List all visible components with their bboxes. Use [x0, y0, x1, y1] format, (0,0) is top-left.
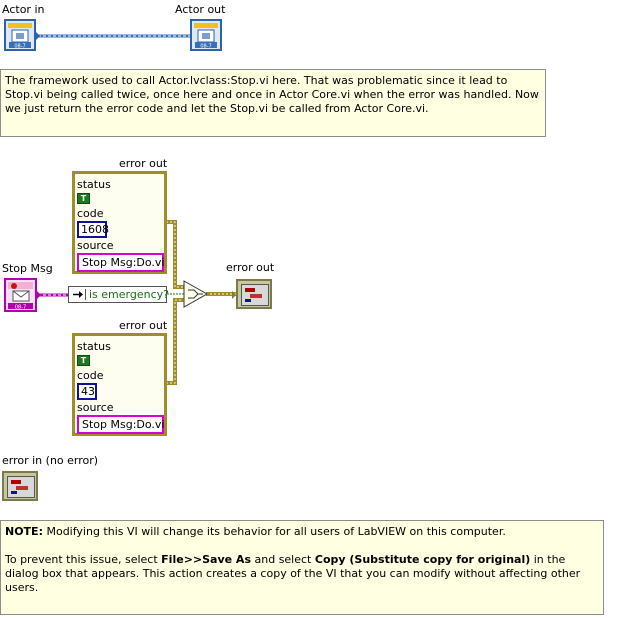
code-numeric[interactable]: 43 [77, 383, 97, 400]
error-out-label-2: error out [119, 319, 168, 332]
is-emergency-text: is emergency? [89, 288, 169, 301]
source-string[interactable]: Stop Msg:Do.vi [77, 415, 164, 434]
code-numeric[interactable]: 1608 [77, 221, 109, 238]
code-label: code [77, 207, 104, 220]
status-boolean[interactable]: T [77, 355, 90, 366]
svg-text:08-7: 08-7 [14, 44, 25, 50]
error-out-terminal-label: error out [226, 261, 275, 274]
error-in-terminal[interactable] [2, 471, 38, 501]
svg-text:08-7: 08-7 [200, 44, 211, 50]
source-label: source [77, 239, 114, 252]
error-cluster-constant-1[interactable]: status T code 1608 source Stop Msg:Do.vi [72, 171, 167, 274]
stop-msg-arrow [37, 291, 41, 299]
error-cluster-constant-2[interactable]: status T code 43 source Stop Msg:Do.vi [72, 333, 167, 436]
actor-out-label: Actor out [175, 3, 226, 16]
note-line-1: NOTE: Modifying this VI will change its … [5, 525, 506, 538]
comment-modify-warning[interactable]: NOTE: Modifying this VI will change its … [0, 520, 604, 615]
status-label: status [77, 178, 111, 191]
actor-in-terminal[interactable]: 08-7 [4, 19, 36, 51]
actor-in-arrow [36, 32, 40, 40]
actor-out-terminal[interactable]: 08-7 [190, 19, 222, 51]
comment-framework-note[interactable]: The framework used to call Actor.lvclass… [0, 69, 546, 137]
stop-msg-terminal[interactable]: 08-7 [4, 278, 37, 312]
actor-class-icon: 08-7 [8, 23, 32, 50]
error-in-label: error in (no error) [2, 454, 99, 467]
actor-in-label: Actor in [2, 3, 45, 16]
terminal-arrow-icon [232, 291, 236, 299]
status-boolean[interactable]: T [77, 193, 90, 204]
note-label: NOTE: [5, 525, 43, 538]
select-function[interactable] [183, 280, 209, 308]
error-wire-top[interactable] [166, 220, 185, 289]
svg-text:08-7: 08-7 [15, 304, 26, 310]
copy-substitute-text: Copy (Substitute copy for original) [314, 553, 531, 566]
error-wire-bottom[interactable] [166, 298, 185, 385]
code-label: code [77, 369, 104, 382]
actor-class-icon: 08-7 [194, 23, 218, 50]
save-as-text: File>>Save As [161, 553, 251, 566]
error-out-label-1: error out [119, 157, 168, 170]
status-label: status [77, 340, 111, 353]
error-cluster-icon [241, 284, 269, 306]
note-line-2: To prevent this issue, select File>>Save… [5, 553, 581, 594]
property-arrow-icon [71, 289, 86, 300]
source-label: source [77, 401, 114, 414]
source-string[interactable]: Stop Msg:Do.vi [77, 253, 164, 272]
stop-msg-label: Stop Msg [2, 262, 53, 275]
error-cluster-icon [7, 476, 35, 498]
error-out-terminal[interactable] [232, 279, 272, 309]
comment-framework-text: The framework used to call Actor.lvclass… [5, 74, 539, 115]
is-emergency-property-node[interactable]: is emergency? [68, 286, 169, 303]
message-class-icon: 08-7 [8, 282, 33, 310]
